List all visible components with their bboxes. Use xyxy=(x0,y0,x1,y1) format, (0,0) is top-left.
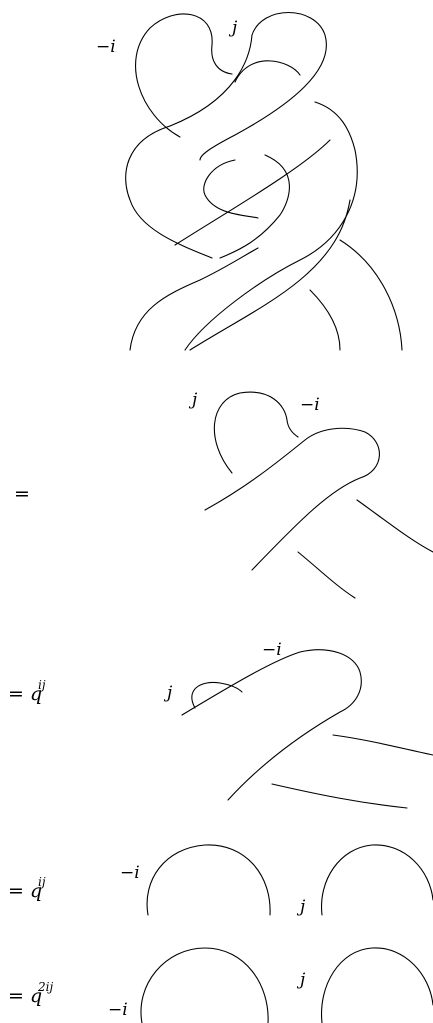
strand-upper-right xyxy=(184,101,358,351)
strand-right-2 xyxy=(271,783,408,809)
strand-lower-right-2 xyxy=(339,239,403,351)
strand-small-arc xyxy=(191,681,243,709)
strand-right-1 xyxy=(332,734,433,756)
strand-top-band xyxy=(204,427,380,571)
arc-left xyxy=(146,844,271,916)
strand-lower-left xyxy=(129,247,259,351)
label-j: j xyxy=(163,683,173,703)
label-minus-i: −i xyxy=(300,395,320,415)
exponent-2ij: 2ij xyxy=(37,980,53,994)
strand-lower-band xyxy=(189,199,351,351)
diagram-5: = q 2ij −i j xyxy=(8,947,433,1023)
strand-lower-right-1 xyxy=(309,289,341,351)
strand-left-s xyxy=(125,125,213,259)
label-minus-i: −i xyxy=(120,863,140,883)
strand-central-loop xyxy=(203,159,259,219)
relation-q-ij: = q xyxy=(8,880,42,902)
label-minus-i: −i xyxy=(262,640,282,660)
strand-top-band xyxy=(181,649,362,801)
relation-q-2ij: = q xyxy=(8,985,42,1007)
arc-left xyxy=(140,947,269,1023)
diagram-4: = q ij −i j xyxy=(8,844,433,917)
arc-right xyxy=(320,844,433,916)
label-minus-i: −i xyxy=(96,37,116,57)
strand-right-1 xyxy=(356,499,433,553)
diagram-2: = j −i xyxy=(14,390,433,599)
label-j: j xyxy=(296,897,306,917)
strand-right-loop-outer xyxy=(169,12,327,161)
label-j: j xyxy=(228,18,238,38)
strand-middle-band xyxy=(174,139,331,246)
strand-left-loop xyxy=(135,13,233,138)
diagram-1: −i j xyxy=(96,12,403,351)
relation-equals: = xyxy=(14,483,30,505)
label-j: j xyxy=(188,390,198,410)
arc-right xyxy=(320,947,433,1023)
label-j: j xyxy=(296,970,306,990)
strand-central-loop-right xyxy=(219,154,290,259)
exponent-ij: ij xyxy=(38,875,46,889)
strand-small-loop xyxy=(213,391,299,474)
relation-q-ij: = q xyxy=(8,683,42,705)
exponent-ij: ij xyxy=(38,678,46,692)
strand-right-loop-inner xyxy=(234,60,301,83)
strand-right-2 xyxy=(297,551,356,599)
label-minus-i: −i xyxy=(108,1000,128,1020)
diagram-3: = q ij −i j xyxy=(8,640,433,809)
